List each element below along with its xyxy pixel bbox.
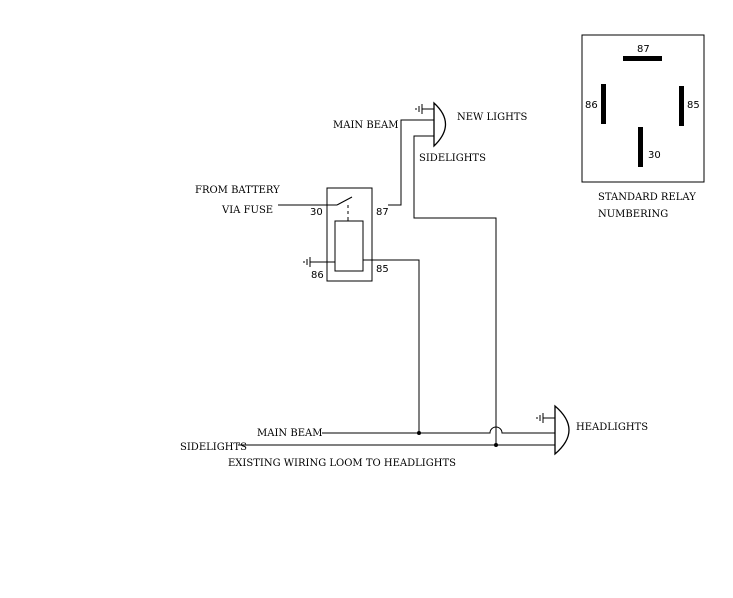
- relay-coil: [334, 220, 364, 272]
- relay-key-box: [581, 34, 705, 183]
- relay-earth-icon: [303, 257, 335, 267]
- new-lights-lamp-icon: [415, 101, 447, 148]
- relay-key-pin-87-blade: [623, 56, 662, 61]
- relay-key-pin-86-blade: [601, 84, 606, 124]
- junction-main-beam: [417, 431, 421, 435]
- relay-key-86: 86: [585, 100, 598, 111]
- from-battery-label: FROM BATTERY: [195, 185, 280, 196]
- wire-85-to-main-beam: [363, 259, 420, 433]
- relay-pin-30: 30: [310, 207, 323, 218]
- junction-sidelights: [494, 443, 498, 447]
- main-beam-bottom-label: MAIN BEAM: [257, 428, 322, 439]
- relay-switch: [336, 196, 353, 206]
- relay-key-pin-85-blade: [679, 86, 684, 126]
- via-fuse-label: VIA FUSE: [221, 205, 273, 216]
- headlights-lamp-icon: [536, 404, 570, 456]
- relay-pin-87: 87: [376, 207, 389, 218]
- loom-main-beam-wire: [322, 426, 555, 434]
- relay-key-85: 85: [687, 100, 700, 111]
- sidelights-top-label: SIDELIGHTS: [419, 153, 486, 164]
- relay-key-caption-1: STANDARD RELAY: [598, 192, 696, 203]
- existing-loom-label: EXISTING WIRING LOOM TO HEADLIGHTS: [228, 458, 456, 469]
- relay-key-30: 30: [648, 150, 661, 161]
- relay-key-87: 87: [637, 44, 650, 55]
- relay-body: [326, 187, 373, 282]
- relay-key-pin-30-blade: [638, 127, 643, 167]
- relay-pin-85: 85: [376, 264, 389, 275]
- sidelights-bottom-label: SIDELIGHTS: [180, 442, 247, 453]
- new-lights-label: NEW LIGHTS: [457, 112, 527, 123]
- wire-87-to-new-lights-main: [388, 119, 434, 206]
- relay: [326, 187, 373, 282]
- relay-key-caption-2: NUMBERING: [598, 209, 668, 220]
- relay-numbering-key: [581, 34, 705, 183]
- wire-new-lights-sidelight: [413, 135, 497, 424]
- headlights-label: HEADLIGHTS: [576, 422, 648, 433]
- relay-pin-86: 86: [311, 270, 324, 281]
- main-beam-top-label: MAIN BEAM: [333, 120, 398, 131]
